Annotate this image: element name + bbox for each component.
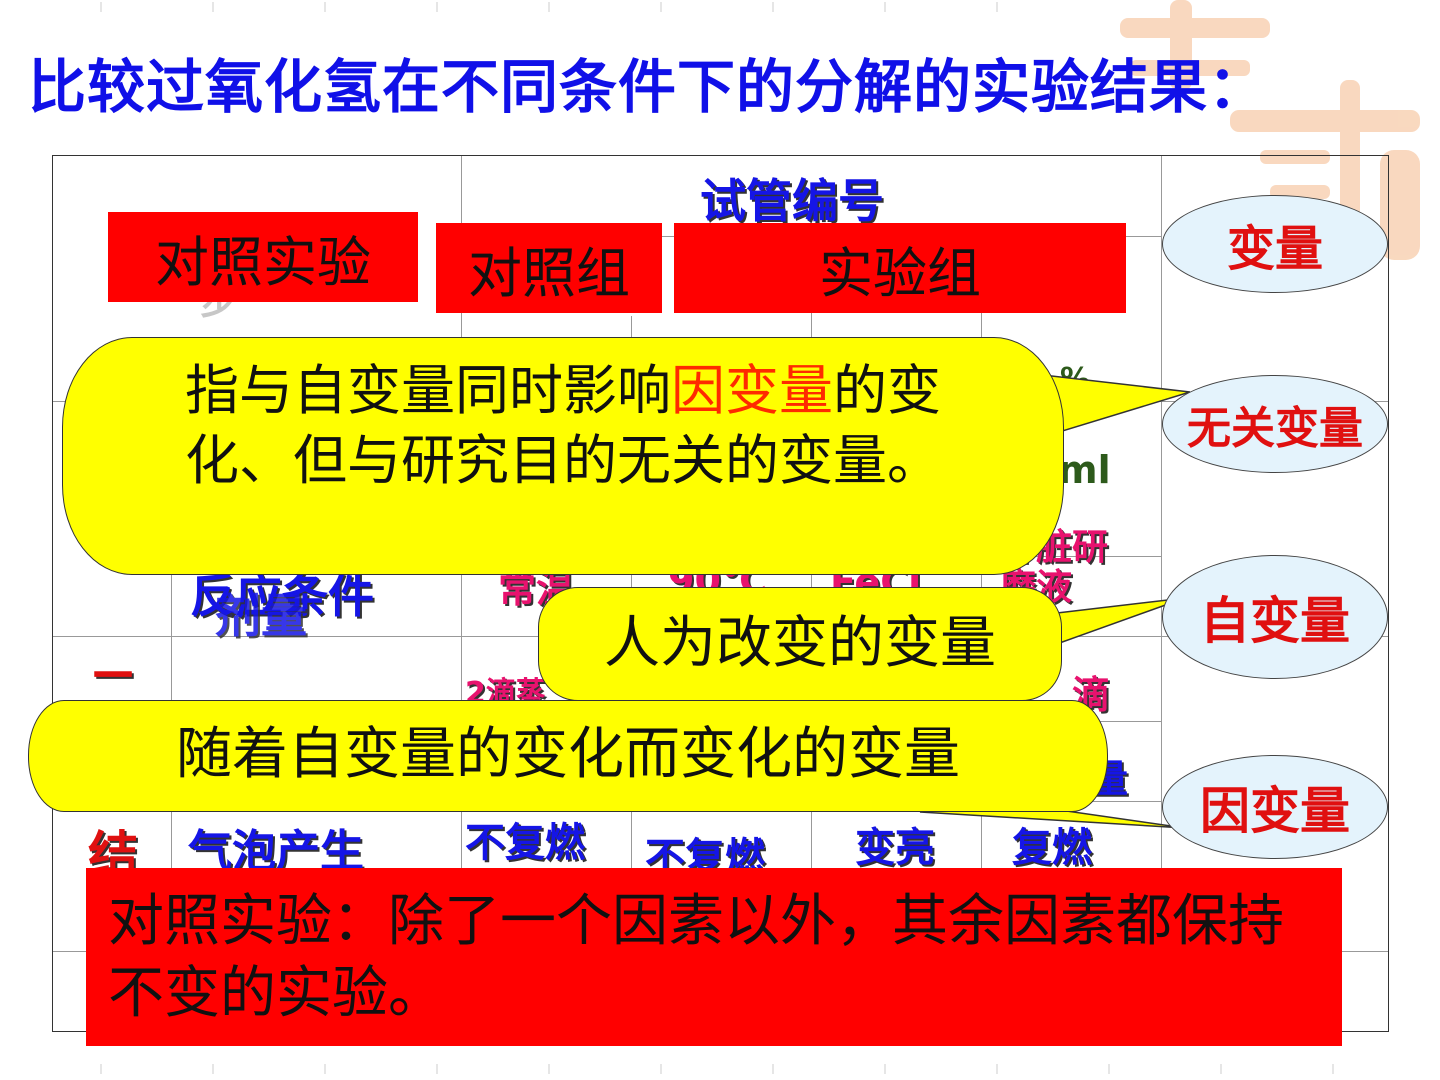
- reaction-condition-label: 反应条件: [190, 569, 374, 623]
- result-tube3: 变亮: [855, 825, 935, 871]
- irrelevant-variable-text: 指与自变量同时影响因变量的变化、但与研究目的无关的变量。: [133, 356, 993, 496]
- independent-variable-oval: 自变量: [1162, 555, 1388, 679]
- experimental-group-label: 实验组: [674, 223, 1126, 313]
- independent-variable-callout: 人为改变的变量: [538, 587, 1062, 701]
- dependent-variable-oval: 因变量: [1162, 755, 1388, 859]
- decorative-calligraphy: [1120, 0, 1420, 260]
- col-line: [1161, 156, 1162, 1031]
- independent-variable-text: 人为改变的变量: [604, 611, 996, 676]
- dependent-variable-text: 随着自变量的变化而变化的变量: [176, 722, 960, 787]
- definition-box: 对照实验：除了一个因素以外，其余因素都保持不变的实验。: [86, 868, 1342, 1046]
- col-line: [461, 156, 462, 1031]
- definition-lead: 对照实验：: [108, 889, 388, 954]
- volume-partial: ml: [1058, 448, 1111, 492]
- dependent-variable-callout: 随着自变量的变化而变化的变量: [28, 700, 1108, 812]
- definition-text: 除了一个因素以外，其余因素都保持不变的实验。: [108, 889, 1284, 1026]
- control-group-label: 对照组: [436, 223, 662, 313]
- irrelevant-variable-callout: 指与自变量同时影响因变量的变化、但与研究目的无关的变量。: [62, 337, 1064, 575]
- reagent-amount-label: 剂量: [215, 589, 307, 643]
- variable-oval: 变量: [1162, 195, 1388, 293]
- result-tube1: 不复燃: [465, 820, 585, 866]
- irrelevant-variable-oval: 无关变量: [1162, 375, 1388, 473]
- slide-title: 比较过氧化氢在不同条件下的分解的实验结果：: [28, 53, 1268, 121]
- table-header: 试管编号: [700, 174, 884, 228]
- control-experiment-label: 对照实验: [108, 212, 418, 302]
- callout-text-pre: 指与自变量同时影响: [185, 359, 671, 422]
- callout-text-post: 的变化、但与研究目的无关的变量。: [185, 359, 941, 492]
- callout-text-highlight: 因变量: [671, 359, 833, 422]
- result-tube4: 复燃: [1012, 825, 1092, 871]
